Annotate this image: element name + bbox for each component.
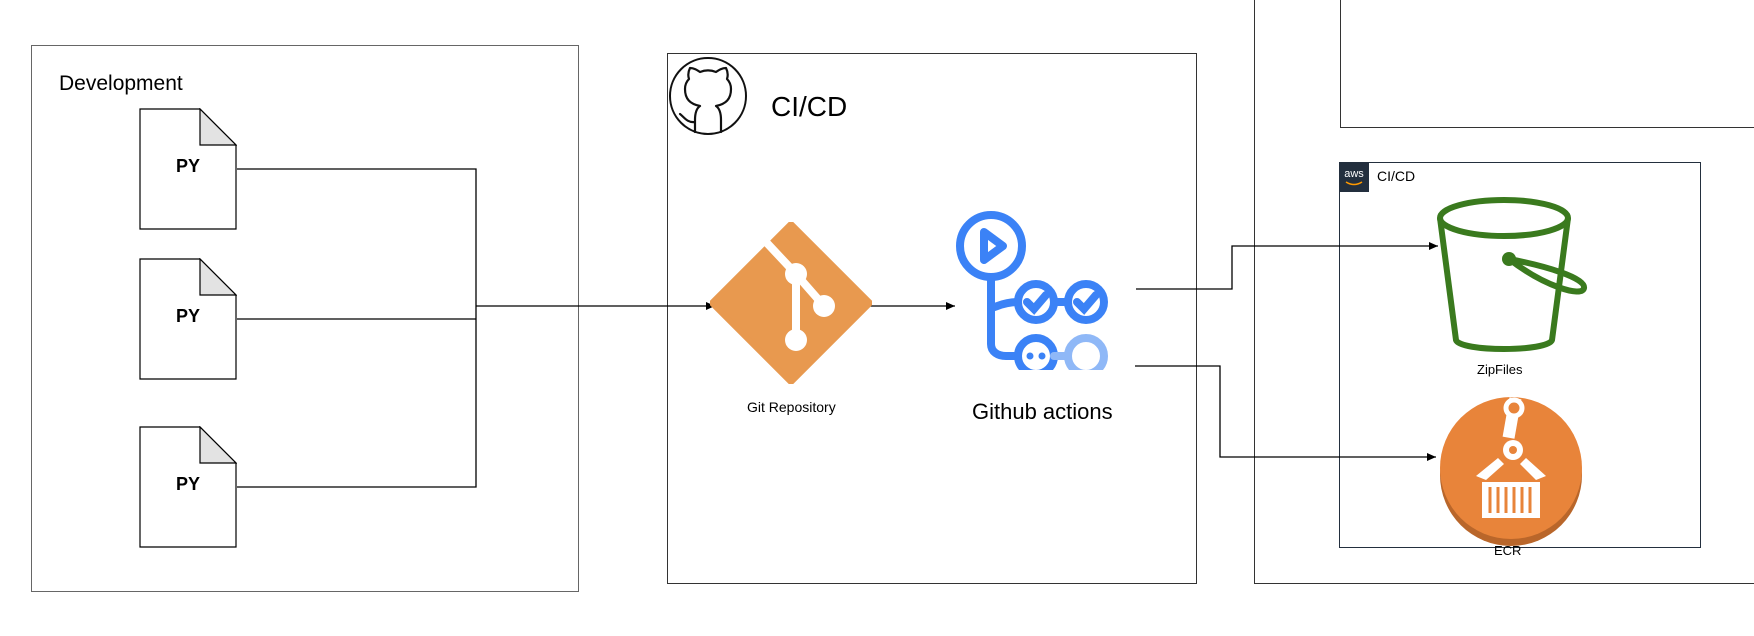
python-file: PY [139,425,238,548]
python-file: PY [139,257,238,380]
connector-actions-to-s3 [1136,242,1438,290]
file-icon [139,107,238,230]
file-label: PY [175,156,200,176]
s3-bucket-icon [1437,197,1587,352]
file-label: PY [175,306,200,326]
file-label: PY [175,474,200,494]
git-repository-label: Git Repository [747,399,836,415]
aws-cicd-title: CI/CD [1377,168,1416,184]
file-icon [139,257,238,380]
development-title: Development [59,72,183,95]
cicd-title: CI/CD [771,91,848,122]
file-icon [139,425,238,548]
ecr-icon [1440,397,1582,546]
development-group [31,45,579,592]
aws-logo-icon: aws [1339,162,1369,192]
github-actions-icon [956,211,1108,370]
cicd-group [667,53,1197,584]
github-icon [669,57,747,135]
ecr-label: ECR [1494,543,1522,558]
aws-logo-text: aws [1344,168,1364,180]
git-icon [710,222,872,384]
github-actions-label: Github actions [972,399,1113,424]
aws-cicd-group [1339,162,1701,548]
connector-py1 [237,168,477,306]
cloud-subgroup-top [1340,0,1754,128]
connector-actions-to-ecr [1135,365,1436,461]
zipfiles-label: ZipFiles [1477,362,1523,377]
cloud-group [1254,0,1754,584]
connector-py3 [237,306,477,488]
python-file: PY [139,107,238,230]
